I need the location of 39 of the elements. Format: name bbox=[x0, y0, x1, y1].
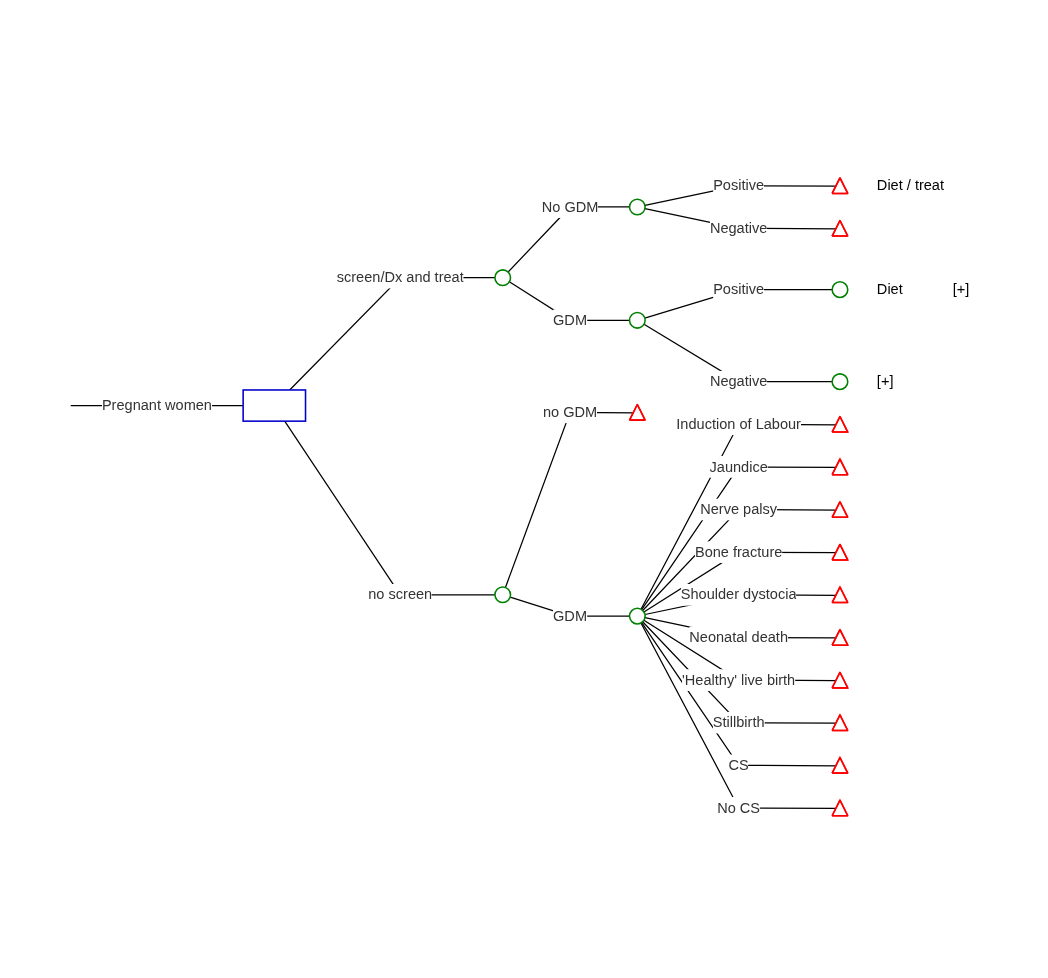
node-label: [+] bbox=[876, 372, 894, 390]
edge-label: 'Healthy' live birth bbox=[682, 671, 796, 688]
connector bbox=[641, 466, 838, 611]
edge-label: no screen bbox=[368, 585, 433, 603]
edge-label: no GDM bbox=[542, 403, 598, 421]
edge-label: Shoulder dystocia bbox=[680, 585, 797, 603]
edge-label: Jaundice bbox=[709, 458, 768, 475]
connector bbox=[641, 621, 838, 767]
node-box bbox=[242, 389, 307, 422]
edge-label: Positive bbox=[713, 176, 765, 194]
node-circle bbox=[831, 281, 849, 299]
node-circle bbox=[494, 269, 512, 287]
edge-label: CS bbox=[728, 756, 749, 774]
edge-label: No GDM bbox=[541, 198, 599, 215]
node-circle bbox=[628, 311, 646, 329]
connector bbox=[640, 423, 838, 610]
edge-label: screen/Dx and treat bbox=[336, 268, 464, 286]
edge-label: Negative bbox=[709, 372, 768, 390]
edge-label: GDM bbox=[553, 311, 588, 329]
connector bbox=[640, 622, 838, 810]
edge-label: Neonatal death bbox=[689, 628, 789, 646]
node-circle bbox=[494, 586, 512, 604]
edge-label: Negative bbox=[709, 219, 768, 237]
node-label: Diet bbox=[876, 280, 903, 298]
edge-label: Induction of Labour bbox=[676, 415, 801, 433]
node-circle bbox=[831, 373, 849, 391]
connector bbox=[642, 508, 838, 612]
edge-label: Pregnant women bbox=[101, 396, 212, 414]
edge-label: GDM bbox=[553, 607, 588, 624]
edge-label: Positive bbox=[713, 280, 765, 298]
connector bbox=[643, 551, 838, 613]
node-circle bbox=[628, 607, 646, 625]
edge-label: Bone fracture bbox=[694, 543, 783, 560]
edge-label: Nerve palsy bbox=[700, 500, 778, 518]
node-label: Diet / treat bbox=[876, 176, 945, 194]
node-label: [+] bbox=[952, 280, 970, 298]
node-circle bbox=[628, 198, 646, 216]
edge-label: Stillbirth bbox=[712, 713, 765, 731]
edge-label: No CS bbox=[717, 799, 761, 816]
